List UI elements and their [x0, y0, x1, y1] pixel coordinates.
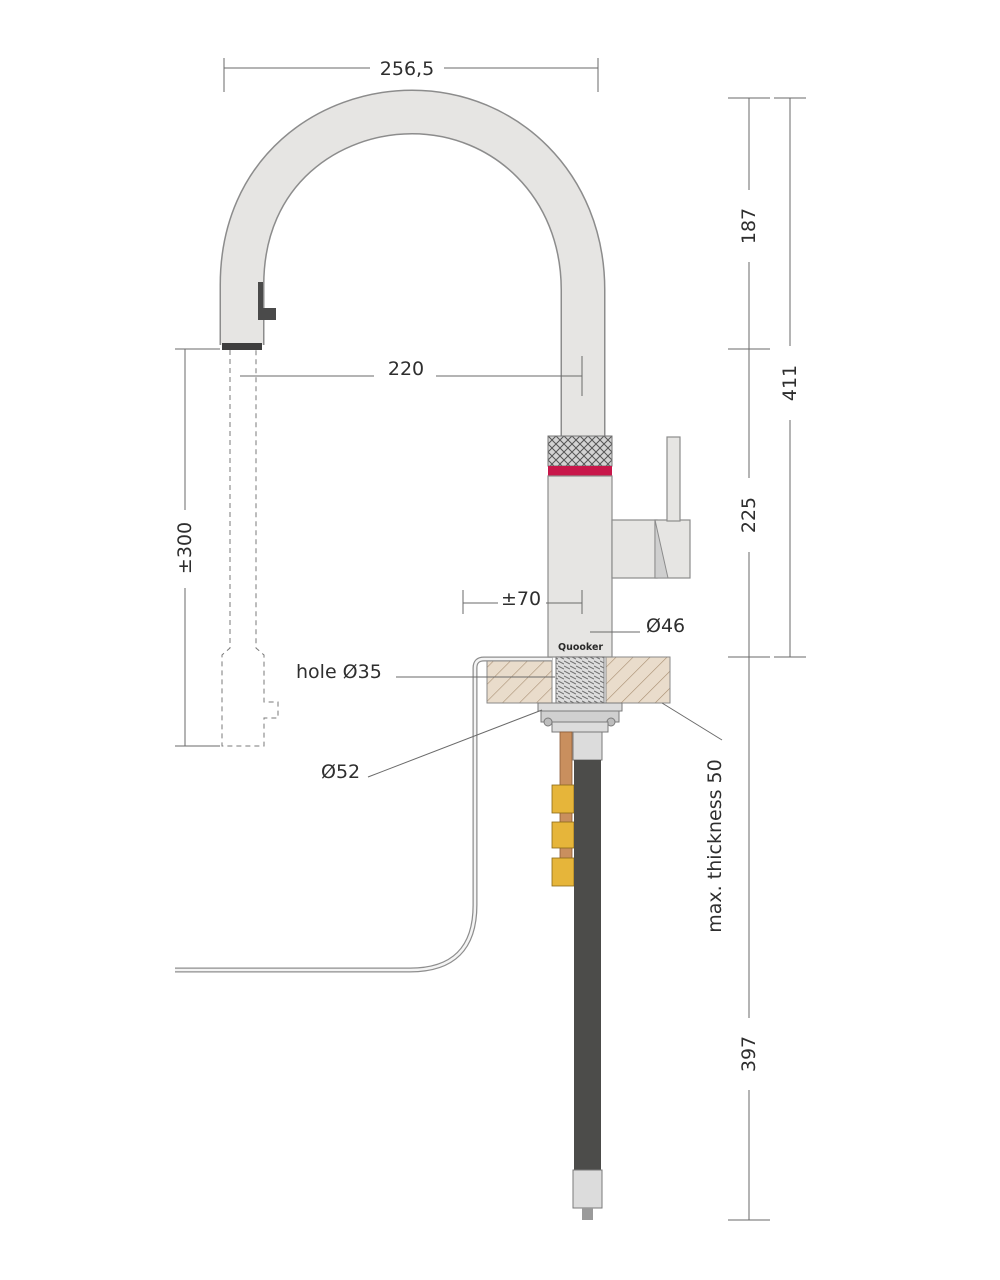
dimension-labels: 256,5 220 ±300 ±70 Ø46 hole Ø35 Ø52 max.…: [174, 58, 801, 1072]
braided-hose: [574, 760, 601, 1170]
worktop-block-right: [605, 656, 671, 704]
worktop-block-left: [486, 656, 553, 704]
dim-height-total: 411: [779, 365, 801, 401]
body-column: [547, 475, 613, 658]
dim-mounting-hole: hole Ø35: [296, 661, 382, 683]
dim-pullout-length: ±300: [174, 522, 196, 574]
dim-body-diameter: Ø46: [646, 615, 685, 637]
hose-top-sleeve: [572, 731, 603, 761]
supply-pipes: [551, 731, 603, 1220]
hose-end-tip: [582, 1208, 593, 1220]
dim-spout-reach: 220: [388, 358, 424, 380]
spout-nozzle: [222, 343, 262, 350]
brass-fitting-2: [551, 821, 575, 849]
nut-lower: [551, 721, 609, 733]
dim-height-spout: 187: [738, 208, 760, 244]
hose-end-fitting: [572, 1169, 603, 1209]
dim-below-worktop: 397: [738, 1036, 760, 1072]
pullout-ghost: [221, 350, 279, 747]
dim-flange-diameter: Ø52: [321, 761, 360, 783]
hose-routing-line: [175, 656, 552, 973]
worktop-section: [486, 656, 671, 704]
knurled-ring: [547, 435, 613, 467]
dim-height-body: 225: [738, 497, 760, 533]
flange-washer: [537, 702, 623, 712]
dim-max-thickness: max. thickness 50: [704, 759, 726, 932]
tap-body: Quooker: [547, 435, 691, 658]
threaded-shank: [555, 656, 605, 704]
lever-wedge: [654, 519, 669, 579]
dim-reach-total: 256,5: [380, 58, 434, 80]
dimension-lines: [175, 58, 806, 1221]
lever-arm-horizontal: [611, 519, 658, 579]
dim-lever-offset: ±70: [501, 588, 541, 610]
brass-fitting-3: [551, 857, 575, 887]
brand-label: Quooker: [558, 642, 603, 653]
lever-stem: [666, 436, 681, 522]
red-indicator-ring: [548, 466, 612, 476]
spout: [219, 89, 606, 440]
brass-fitting-1: [551, 784, 575, 814]
spout-button-icon: [258, 282, 276, 320]
